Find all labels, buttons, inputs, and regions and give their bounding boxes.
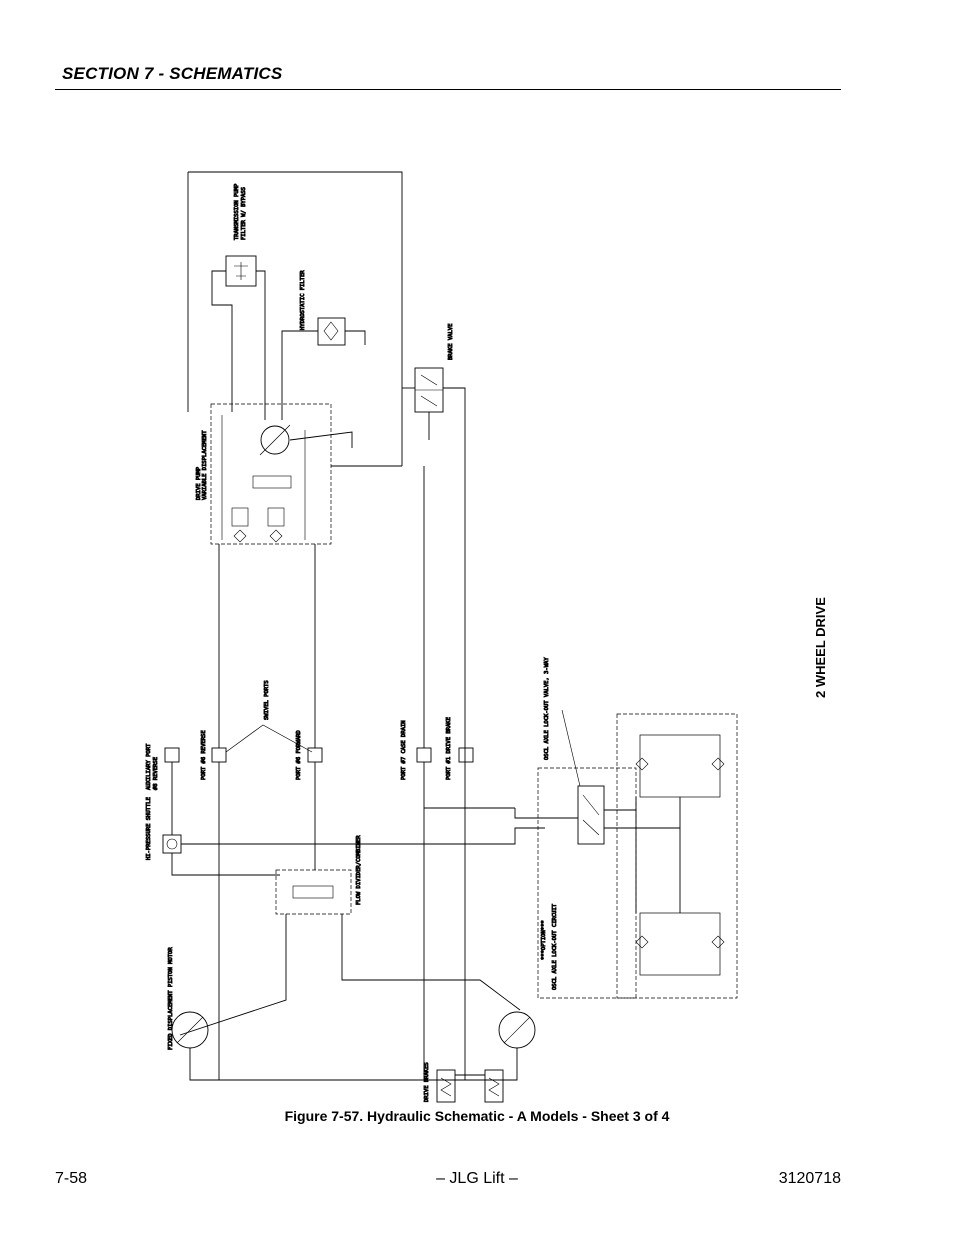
auxiliary-port-sub-label: #8 REVERSE bbox=[153, 757, 159, 790]
transmission-pump-circuit: TRANSMISSION PUMP FILTER W/ BYPASS bbox=[187, 171, 403, 420]
osc-lockout-circuit: OSCL AXLE LOCK-OUT VALVE, 3-WAY ***OPTIO… bbox=[424, 656, 738, 999]
filter-note-label: FILTER W/ BYPASS bbox=[241, 187, 247, 240]
brake-valve: BRAKE VALVE bbox=[402, 323, 466, 1080]
brake-valve-label: BRAKE VALVE bbox=[448, 324, 454, 360]
drive-brakes: DRIVE BRAKES bbox=[424, 1062, 504, 1103]
auxiliary-port-box bbox=[164, 747, 180, 763]
page-number: 7-58 bbox=[55, 1170, 88, 1187]
hi-pressure-shuttle: HI-PRESSURE SHUTTLE bbox=[146, 797, 545, 876]
osc-lockout-valve-label: OSCL AXLE LOCK-OUT VALVE, 3-WAY bbox=[544, 657, 550, 760]
document-number: 3120718 bbox=[778, 1170, 841, 1187]
auxiliary-port-label: AUXILIARY PORT bbox=[146, 743, 152, 790]
port-case-drain-box bbox=[416, 747, 432, 763]
osc-lockout-circuit-label: OSCL AXLE LOCK-OUT CIRCUIT bbox=[552, 903, 558, 990]
drive-pump-label: DRIVE PUMP bbox=[196, 466, 202, 500]
flow-divider-label: FLOW DIVIDER/COMBINER bbox=[356, 835, 362, 905]
hydrostatic-filter-symbol bbox=[317, 317, 346, 346]
figure-caption: Figure 7-57. Hydraulic Schematic - A Mod… bbox=[284, 1108, 670, 1124]
port-forward-box bbox=[307, 747, 323, 763]
flow-divider: FLOW DIVIDER/COMBINER bbox=[179, 834, 521, 1036]
footer-brand: – JLG Lift – bbox=[436, 1170, 518, 1187]
port-reverse-box bbox=[211, 747, 227, 763]
drive-motors: FIXED DISPLACEMENT PISTON MOTOR bbox=[168, 946, 536, 1081]
port-drive-brake-label: PORT #1 DRIVE BRAKE bbox=[446, 717, 452, 780]
swivel-ports-label: SWIVEL PORTS bbox=[264, 680, 270, 720]
section-title: SECTION 7 - SCHEMATICS bbox=[62, 64, 283, 83]
fixed-motor-label: FIXED DISPLACEMENT PISTON MOTOR bbox=[168, 947, 174, 1050]
osc-lockout-valve-symbol bbox=[577, 785, 605, 845]
port-case-drain-label: PORT #7 CASE DRAIN bbox=[401, 720, 407, 780]
drive-brakes-label: DRIVE BRAKES bbox=[424, 1062, 430, 1102]
port-forward-label: PORT #6 FORWARD bbox=[296, 730, 302, 780]
left-drive-brake bbox=[436, 1069, 456, 1103]
right-drive-brake bbox=[484, 1069, 504, 1103]
drive-pump-sub-label: VARIABLE DISPLACEMENT bbox=[202, 430, 208, 500]
hydrostatic-filter-circuit: HYDROSTATIC FILTER bbox=[281, 269, 366, 420]
port-drive-brake-box bbox=[458, 747, 474, 763]
option-label: ***OPTION*** bbox=[541, 920, 547, 960]
transmission-pump-label: TRANSMISSION PUMP bbox=[234, 183, 240, 240]
hi-pressure-label: HI-PRESSURE SHUTTLE bbox=[146, 797, 152, 860]
port-reverse-label: PORT #6 REVERSE bbox=[201, 730, 207, 780]
header-rule bbox=[55, 89, 841, 90]
drive-pump: DRIVE PUMP VARIABLE DISPLACEMENT bbox=[196, 403, 402, 545]
hydrostatic-filter-label: HYDROSTATIC FILTER bbox=[300, 270, 306, 330]
